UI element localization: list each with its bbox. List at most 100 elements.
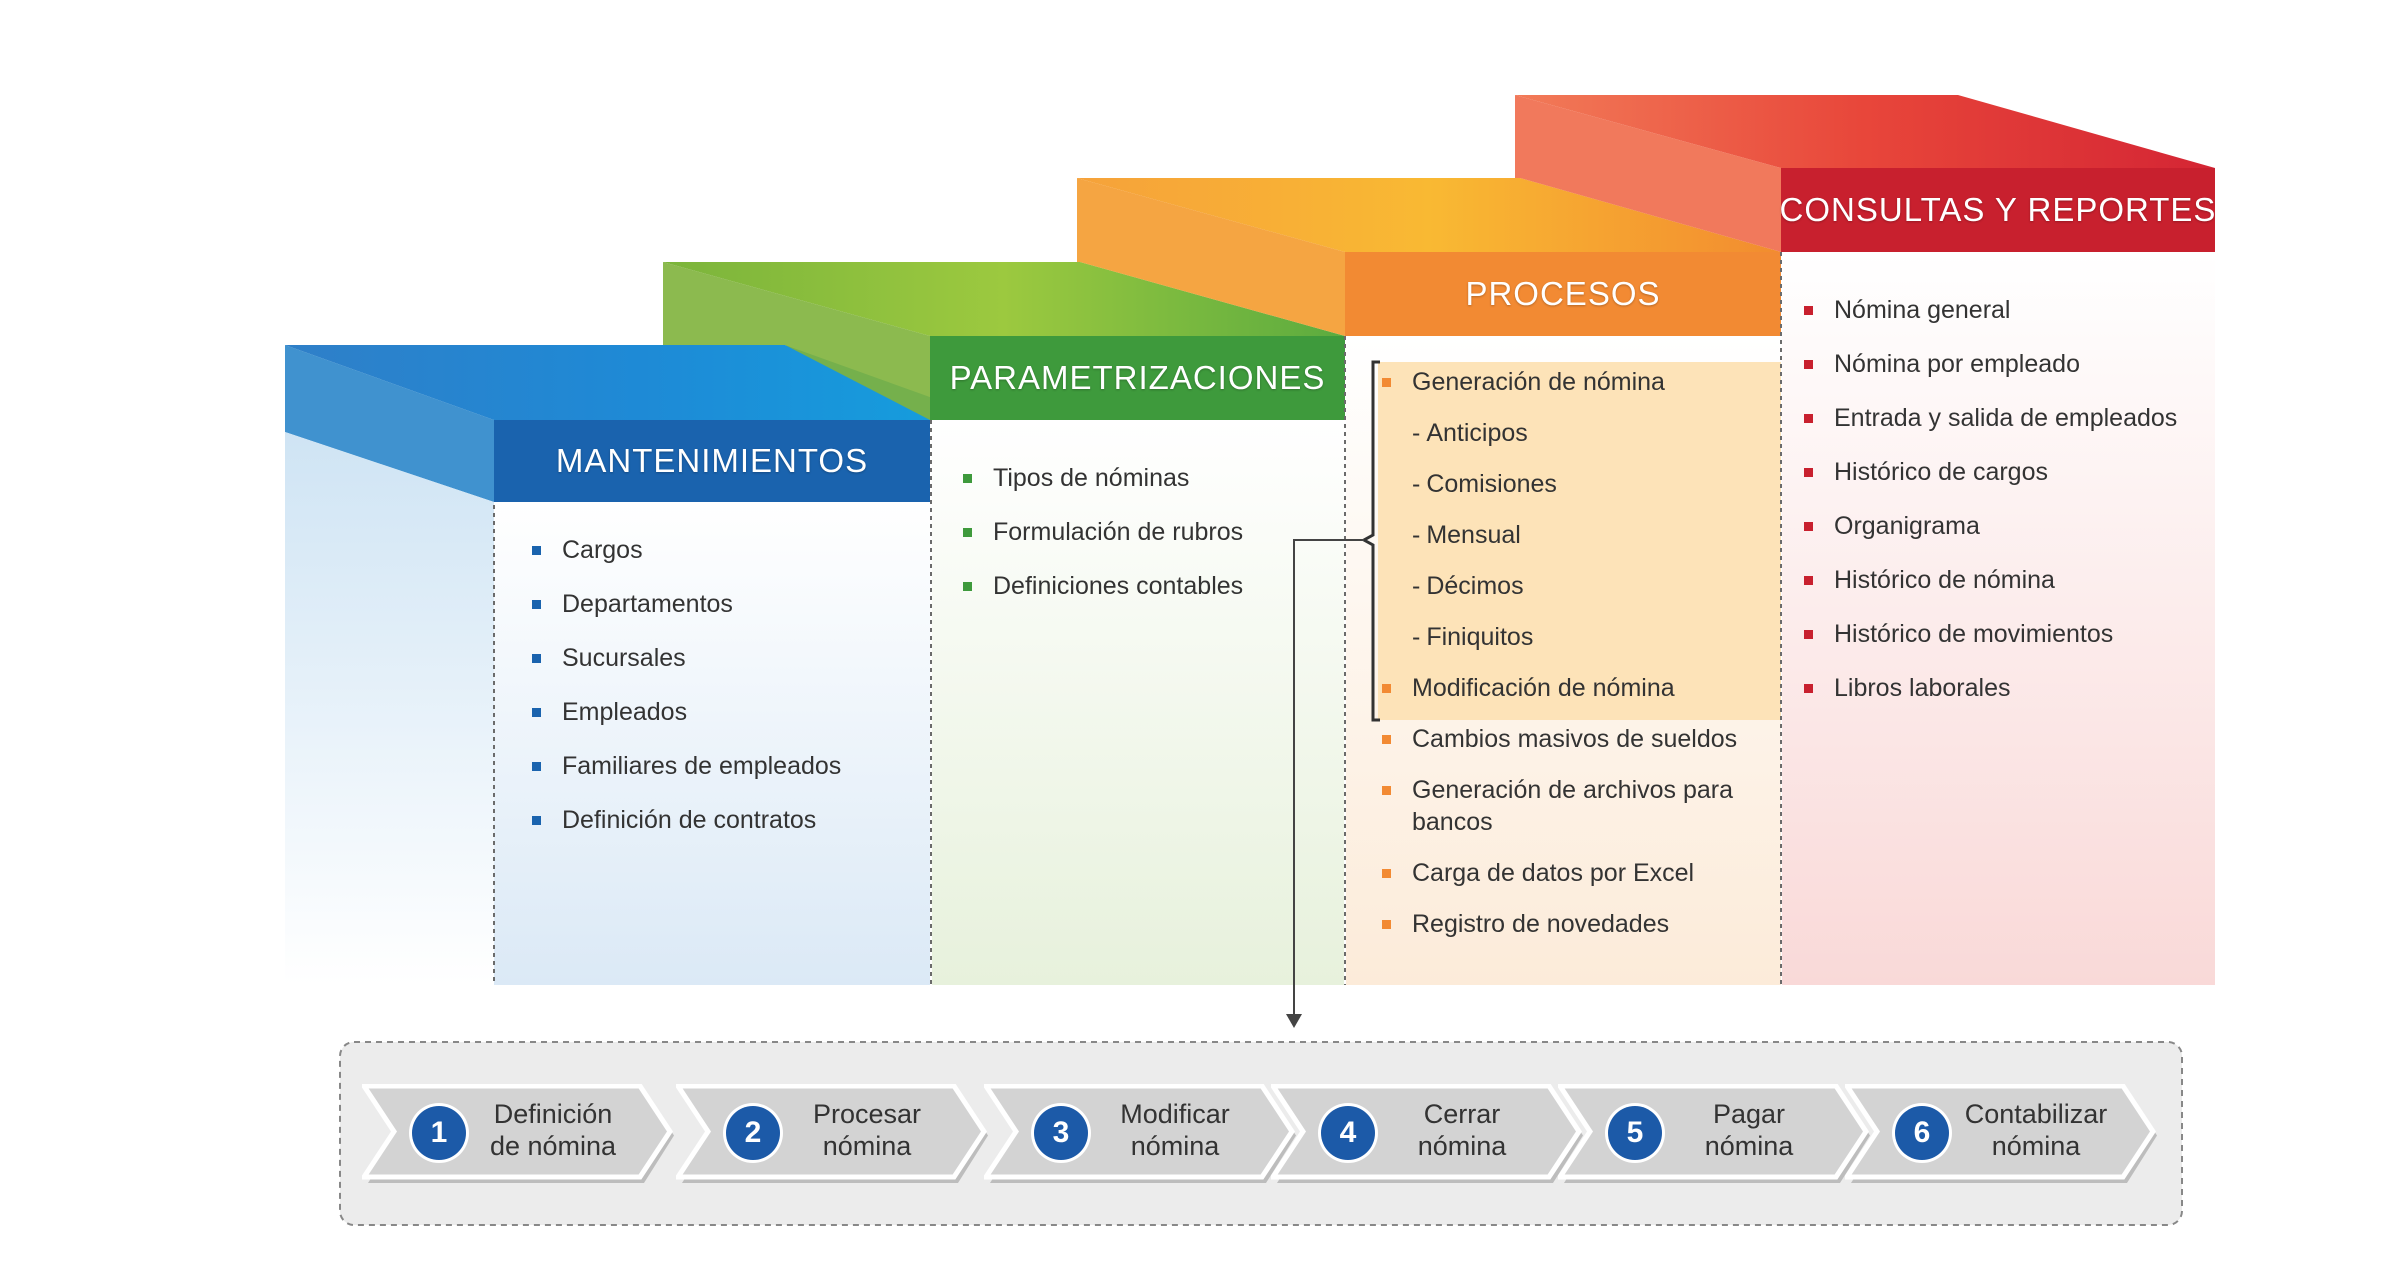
list-item-label: Comisiones <box>1426 470 1557 498</box>
bullet-icon <box>1382 684 1391 693</box>
list-item: Definiciones contables <box>963 570 1373 602</box>
list-item-label: Registro de novedades <box>1412 910 1670 938</box>
bullet-icon <box>1382 735 1391 744</box>
list-item: Modificación de nómina <box>1382 672 1772 704</box>
step-number: 6 <box>1895 1106 1949 1160</box>
list-item-label: Organigrama <box>1834 512 1980 540</box>
list-item-label: Libros laborales <box>1834 674 2011 702</box>
bullet-icon <box>532 546 541 555</box>
list-item-label: Décimos <box>1426 572 1524 600</box>
list-item-label: Departamentos <box>562 590 733 618</box>
list-item-label: Cambios masivos de sueldos <box>1412 725 1738 753</box>
step-number: 4 <box>1321 1106 1375 1160</box>
list-item: Familiares de empleados <box>532 750 942 782</box>
list-item-label: Formulación de rubros <box>993 518 1244 546</box>
list-item: Histórico de movimientos <box>1804 618 2214 650</box>
bullet-icon <box>1804 522 1813 531</box>
step-label-line1: Pagar <box>1712 1099 1786 1129</box>
sub-item-dash: - <box>1412 521 1421 549</box>
bullet-icon <box>1804 576 1813 585</box>
procesos-highlight <box>1378 362 1781 720</box>
step-label-line1: Cerrar <box>1423 1099 1501 1129</box>
list-item: Registro de novedades <box>1382 908 1772 940</box>
step-label-line1: Procesar <box>812 1099 922 1129</box>
list-item-label: Cargos <box>562 536 643 564</box>
list-item: -Mensual <box>1412 519 1772 551</box>
parametrizaciones-top-face <box>663 262 1345 336</box>
step-number: 5 <box>1608 1106 1662 1160</box>
list-item: Generación de nómina <box>1382 366 1772 398</box>
connector-line <box>1293 539 1364 1014</box>
mantenimientos-top-face <box>285 345 994 420</box>
connector-arrowhead <box>1286 1014 1302 1028</box>
title-procesos: PROCESOS <box>1465 275 1661 312</box>
bullet-icon <box>1804 684 1813 693</box>
step-label-line2: nómina <box>1991 1131 2081 1161</box>
list-item-label: Definiciones contables <box>993 572 1244 600</box>
list-item: -Décimos <box>1412 570 1772 602</box>
bullet-icon <box>1804 630 1813 639</box>
bullet-icon <box>532 816 541 825</box>
list-item: -Comisiones <box>1412 468 1772 500</box>
step-label-line1: Contabilizar <box>1964 1099 2108 1129</box>
list-item: Formulación de rubros <box>963 516 1373 548</box>
list-item: Tipos de nóminas <box>963 462 1373 494</box>
list-item: Libros laborales <box>1804 672 2214 704</box>
title-mantenimientos: MANTENIMIENTOS <box>555 442 869 479</box>
bullet-icon <box>532 762 541 771</box>
list-item-label: Histórico de nómina <box>1834 566 2055 594</box>
list-item: -Finiquitos <box>1412 621 1772 653</box>
bullet-icon <box>1382 920 1391 929</box>
step-label-line2: de nómina <box>489 1131 617 1161</box>
sub-item-dash: - <box>1412 470 1421 498</box>
bullet-icon <box>1804 468 1813 477</box>
list-item-label: Entrada y salida de empleados <box>1834 404 2178 432</box>
title-consultas: CONSULTAS Y REPORTES <box>1779 191 2217 228</box>
list-item: Generación de archivos para bancos <box>1382 774 1772 838</box>
list-item: Organigrama <box>1804 510 2214 542</box>
step-number: 2 <box>726 1106 780 1160</box>
list-item-label: Histórico de cargos <box>1834 458 2048 486</box>
bullet-icon <box>1382 786 1391 795</box>
bullet-icon <box>963 528 972 537</box>
step-number: 1 <box>412 1106 466 1160</box>
list-item-label: Generación de archivos para bancos <box>1412 776 1734 836</box>
bullet-icon <box>1382 869 1391 878</box>
list-item-label: Mensual <box>1426 521 1521 549</box>
list-item-label: Tipos de nóminas <box>993 464 1190 492</box>
list-item: Empleados <box>532 696 942 728</box>
step-label-line1: Definición <box>493 1099 613 1129</box>
step-label-line1: Modificar <box>1120 1099 1230 1129</box>
bullet-icon <box>532 600 541 609</box>
list-item-label: Histórico de movimientos <box>1834 620 2114 648</box>
procesos-top-face <box>1077 178 1781 252</box>
title-parametrizaciones: PARAMETRIZACIONES <box>949 359 1326 396</box>
list-item-label: Generación de nómina <box>1412 368 1665 396</box>
list-item-label: Carga de datos por Excel <box>1412 859 1695 887</box>
bullet-icon <box>1804 414 1813 423</box>
list-item-label: Sucursales <box>562 644 686 672</box>
bullet-icon <box>1804 306 1813 315</box>
sub-item-dash: - <box>1412 623 1421 651</box>
list-item: Entrada y salida de empleados <box>1804 402 2214 434</box>
list-item-label: Nómina por empleado <box>1834 350 2080 378</box>
list-item: Histórico de nómina <box>1804 564 2214 596</box>
list-item-label: Familiares de empleados <box>562 752 842 780</box>
step-label-line2: nómina <box>822 1131 912 1161</box>
list-item-label: Definición de contratos <box>562 806 817 834</box>
list-item-label: Finiquitos <box>1426 623 1534 651</box>
